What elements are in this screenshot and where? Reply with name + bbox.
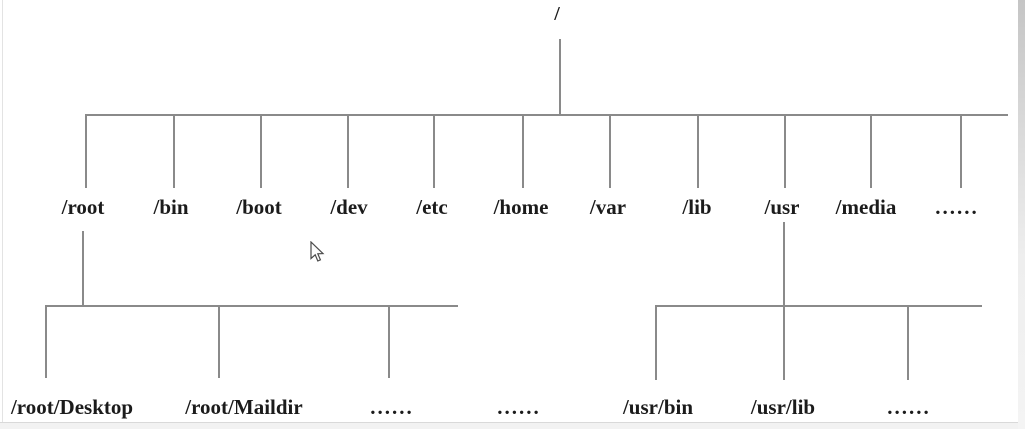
node-ellipsis-level1: ......: [935, 195, 979, 219]
node-boot: /boot: [236, 195, 282, 219]
slide-bottom-edge: [0, 422, 1018, 429]
node-ellipsis-root-children: ......: [370, 395, 414, 419]
root-subtree-rail-line: [45, 305, 458, 307]
slide-right-shadow: [1018, 0, 1025, 429]
root-trunk-line: [559, 39, 561, 114]
drop-line-root-desktop: [45, 305, 47, 378]
node-home: /home: [493, 195, 549, 219]
node-media: /media: [835, 195, 897, 219]
node-root-dir: /root: [61, 195, 105, 219]
drop-line-dev: [347, 114, 349, 188]
node-root-maildir: /root/Maildir: [185, 395, 303, 419]
drop-line-var: [609, 114, 611, 188]
drop-line-root: [85, 114, 87, 188]
drop-line-root-maildir: [218, 305, 220, 378]
usr-subtree-trunk-line: [783, 222, 785, 306]
mouse-cursor-icon: [310, 241, 325, 262]
drop-line-boot: [260, 114, 262, 188]
usr-subtree-rail-line: [655, 305, 982, 307]
drop-line-root-more: [388, 305, 390, 378]
drop-line-bin: [173, 114, 175, 188]
node-lib: /lib: [682, 195, 712, 219]
node-dev: /dev: [330, 195, 368, 219]
drop-line-home: [522, 114, 524, 188]
root-subtree-trunk-line: [82, 231, 84, 306]
drop-line-usr: [784, 114, 786, 188]
node-bin: /bin: [153, 195, 189, 219]
level1-rail-line: [85, 114, 1008, 116]
node-ellipsis-middle: ......: [497, 395, 541, 419]
node-root-desktop: /root/Desktop: [10, 395, 134, 419]
node-usr-lib: /usr/lib: [750, 395, 816, 419]
node-etc: /etc: [416, 195, 448, 219]
node-var: /var: [589, 195, 627, 219]
slide-left-edge: [2, 0, 3, 429]
drop-line-etc: [433, 114, 435, 188]
node-ellipsis-usr-children: ......: [887, 395, 931, 419]
node-usr: /usr: [764, 195, 800, 219]
node-usr-bin: /usr/bin: [622, 395, 694, 419]
drop-line-more: [960, 114, 962, 188]
drop-line-usr-more: [907, 305, 909, 380]
drop-line-lib: [697, 114, 699, 188]
drop-line-usr-bin: [655, 305, 657, 380]
drop-line-usr-lib: [783, 305, 785, 380]
drop-line-media: [870, 114, 872, 188]
node-root: /: [554, 3, 560, 25]
